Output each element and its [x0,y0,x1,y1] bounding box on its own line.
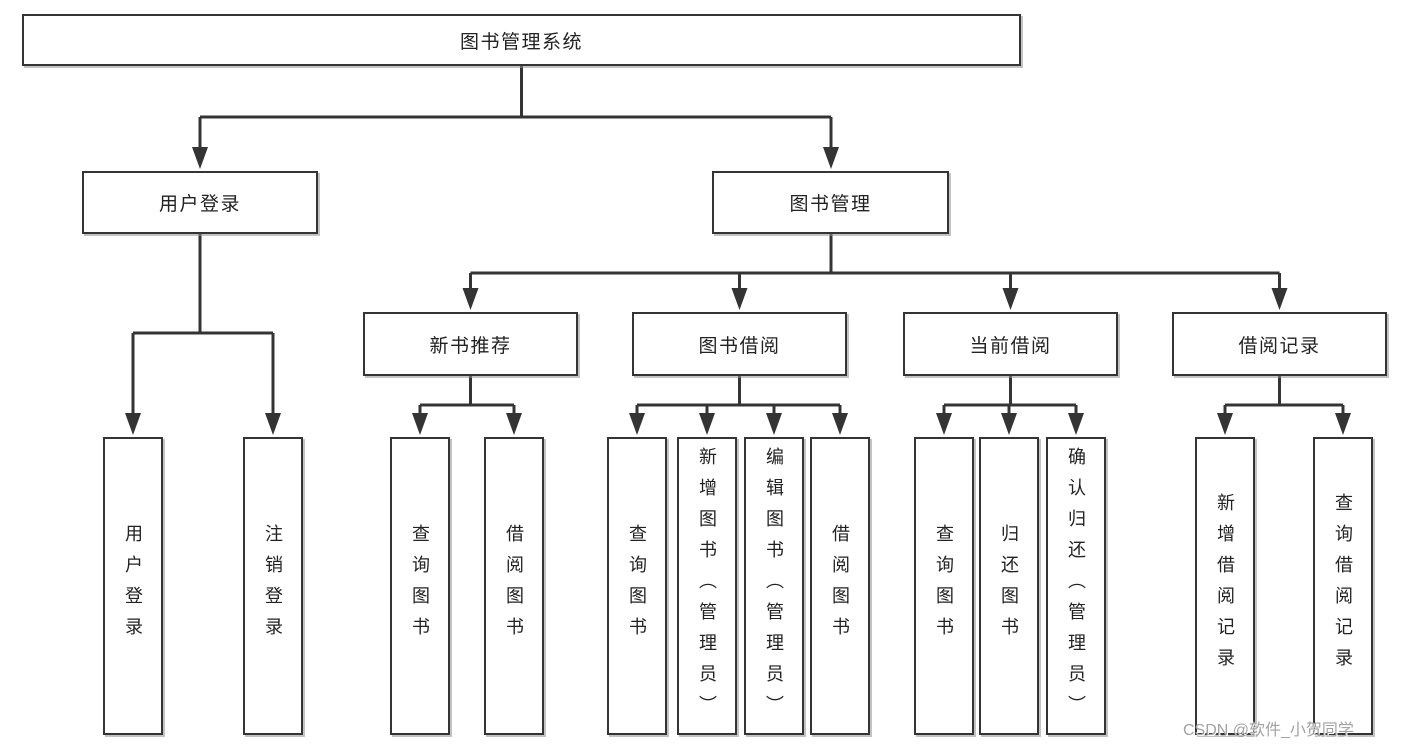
leaf-confirm-return-admin-label: 确认归还（管理员） [1066,446,1086,726]
leaf-borrow-books-label: 借阅图书 [830,524,850,648]
node-book-management-label: 图书管理 [789,194,872,215]
leaf-borrow-books-recommend: 借阅图书 [484,437,544,735]
leaf-query-books-borrow: 查询图书 [607,437,667,735]
node-system-root: 图书管理系统 [22,14,1021,66]
node-user-login: 用户登录 [82,171,318,234]
leaf-logout: 注销登录 [243,437,303,735]
watermark-text: CSDN @软件_小贺同学 [1183,722,1354,739]
leaf-borrow-books: 借阅图书 [810,437,870,735]
node-book-borrow: 图书借阅 [632,312,847,376]
node-borrow-records: 借阅记录 [1172,312,1387,376]
node-book-borrow-label: 图书借阅 [698,335,781,357]
leaf-query-books-recommend: 查询图书 [390,437,450,735]
leaf-query-books-borrow-label: 查询图书 [627,524,647,648]
leaf-edit-book-admin-label: 编辑图书（管理员） [764,446,784,726]
leaf-return-book: 归还图书 [979,437,1039,735]
leaf-borrow-books-recommend-label: 借阅图书 [504,524,524,648]
leaf-query-books-current: 查询图书 [914,437,974,735]
leaf-logout-label: 注销登录 [263,524,283,648]
leaf-add-borrow-record: 新增借阅记录 [1195,437,1255,735]
leaf-edit-book-admin: 编辑图书（管理员） [744,437,804,735]
node-borrow-records-label: 借阅记录 [1238,335,1321,357]
leaf-add-borrow-record-label: 新增借阅记录 [1215,493,1235,679]
node-current-borrow-label: 当前借阅 [969,335,1052,357]
node-new-book-recommend: 新书推荐 [363,312,578,376]
leaf-add-book-admin-label: 新增图书（管理员） [697,446,717,726]
leaf-query-books-recommend-label: 查询图书 [410,524,430,648]
node-book-management: 图书管理 [712,171,949,234]
leaf-query-borrow-record-label: 查询借阅记录 [1333,493,1353,679]
leaf-confirm-return-admin: 确认归还（管理员） [1046,437,1106,735]
node-user-login-label: 用户登录 [158,194,241,215]
leaf-add-book-admin: 新增图书（管理员） [677,437,737,735]
node-current-borrow: 当前借阅 [903,312,1118,376]
leaf-user-login-label: 用户登录 [123,524,143,648]
node-system-root-label: 图书管理系统 [459,31,583,53]
leaf-query-books-current-label: 查询图书 [934,524,954,648]
node-new-book-recommend-label: 新书推荐 [429,335,512,357]
leaf-query-borrow-record: 查询借阅记录 [1313,437,1373,735]
leaf-user-login: 用户登录 [103,437,163,735]
leaf-return-book-label: 归还图书 [999,524,1019,648]
